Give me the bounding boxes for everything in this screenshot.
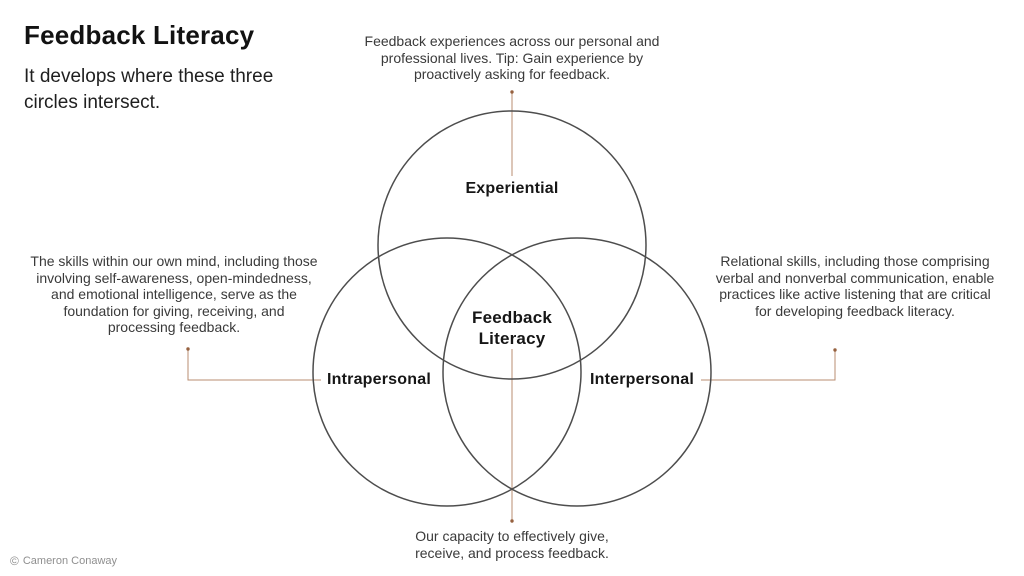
page-title: Feedback Literacy xyxy=(24,20,255,50)
venn-circle-experiential xyxy=(377,110,647,380)
venn-circle-intrapersonal xyxy=(312,237,582,507)
connector-dot-bottom xyxy=(510,519,514,523)
circle-label-experiential: Experiential xyxy=(465,180,559,197)
annotation-intrapersonal: The skills within our own mind, includin… xyxy=(30,253,318,335)
annotation-interpersonal: Relational skills, including those compr… xyxy=(715,253,995,319)
connector-line-left xyxy=(187,349,321,381)
circle-label-intrapersonal: Intrapersonal xyxy=(327,371,431,388)
circle-label-interpersonal: Interpersonal xyxy=(590,371,694,388)
copyright-name: Cameron Conaway xyxy=(22,555,117,567)
annotation-feedback-literacy: Our capacity to effectively give, receiv… xyxy=(415,528,609,561)
page-subtitle: It develops where these three circles in… xyxy=(24,66,274,113)
copyright-icon: © xyxy=(10,554,19,568)
venn-circle-interpersonal xyxy=(442,237,712,507)
connector-line-right xyxy=(701,350,836,381)
venn-center-label: Feedback Literacy xyxy=(471,308,553,348)
connector-dot-top xyxy=(510,90,514,94)
connector-dot-right xyxy=(833,348,837,352)
connector-dot-left xyxy=(186,347,190,351)
annotation-experiential: Feedback experiences across our personal… xyxy=(364,33,660,82)
copyright-credit: © Cameron Conaway xyxy=(10,555,117,567)
